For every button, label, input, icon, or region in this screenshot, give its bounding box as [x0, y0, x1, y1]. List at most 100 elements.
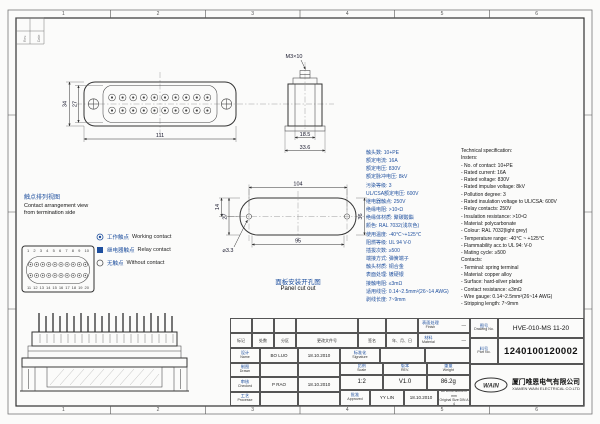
zone-number: 6 [535, 10, 538, 17]
company-cell: WAIN 厦门唯恩电气有限公司 XIAMEN WAIN ELECTRICAL C… [470, 364, 584, 406]
process-date [298, 391, 340, 406]
legend-item-working: 工作触点 Working contact [96, 230, 171, 243]
without-contact-icon [96, 259, 104, 266]
drawn-name [260, 362, 298, 377]
approved-label-cn: 批准 [350, 392, 360, 398]
dim-33-6: 33.6 [300, 145, 311, 151]
zone-number: 1 [61, 10, 65, 17]
spec-line-cn: 端接方式: 弹簧端子 [366, 256, 409, 263]
standardization-name-cell [380, 348, 425, 363]
contact-number: 13 [39, 284, 44, 290]
approver-name: YY LIN [370, 389, 404, 406]
spec-line-en: - Mating cycle: ≥500 [461, 250, 506, 257]
wain-logo-text: WAIN [483, 384, 499, 390]
zone-number: 5 [440, 407, 444, 413]
spec-line-cn: 剥线长度: 7~9mm [366, 296, 406, 303]
role-label-en: Drawn [239, 369, 251, 374]
company-name-en: XIAMEN WAIN ELECTRICAL CO.LTD [512, 386, 580, 392]
spec-line-en: - Pollution degree: 3 [461, 191, 506, 198]
zone-number: 4 [345, 407, 349, 413]
zone-number: 3 [251, 407, 255, 413]
spec-column-en: Technical specification:Insters:- No. of… [461, 148, 583, 309]
zone-number: 3 [251, 10, 255, 17]
termination-side-view [20, 313, 189, 392]
spec-line-en: - Material: copper alloy [461, 272, 512, 279]
legend-label-cn: 工作触点 [107, 234, 130, 241]
dim-27: 27 [73, 101, 79, 107]
front-view: 34 27 111 [63, 62, 334, 142]
spec-line-cn: 继电器触点: 250V [366, 198, 406, 205]
drawn-date [298, 362, 340, 377]
change-header-mark: 标记 [230, 333, 252, 348]
checker-name: P RAO [260, 377, 298, 392]
finish-value: — [461, 323, 467, 328]
arrangement-note-en-2: from termination side [24, 209, 76, 216]
change-cell [386, 318, 418, 333]
panel-cutout-label-en: Panel cut out [280, 286, 316, 292]
spec-line-cn: 绝缘电阻: >10⁹Ω [366, 207, 404, 214]
contact-number: 5 [52, 248, 55, 253]
spec-line-en: Contacts: [461, 257, 483, 264]
dim-34: 34 [63, 101, 69, 107]
dim-36: 36 [358, 213, 364, 219]
dim-14: 14 [215, 204, 221, 210]
spec-line-cn: 阻燃等级: UL 94 V-0 [366, 239, 411, 246]
drawing-no-label-cn: 图号 [479, 322, 489, 328]
contact-number: 2 [33, 248, 36, 253]
spec-line-cn: 额定脉冲电压: 8kV [366, 174, 408, 181]
rev-label-en: REV. [400, 367, 410, 372]
role-label-cn: 审核 [240, 378, 250, 384]
legend-item-relay: 继电器触点 Relay contact [96, 243, 171, 256]
spec-line-cn: 使用温度: -40℃~+125℃ [366, 231, 422, 238]
spec-line-en: - Colour: RAL 7032(light grey) [461, 228, 528, 235]
spec-line-en: - Insulation resistance: >10⁹Ω [461, 213, 527, 220]
spec-line-cn: 适用线径: 0.14~2.5mm²(26~14 AWG) [366, 288, 449, 295]
spec-line-cn: 触头数: 10+PE [366, 150, 399, 156]
drawing-no-value: HVE-010-MS 11-20 [498, 318, 584, 338]
change-cell [274, 318, 296, 333]
change-cell [358, 318, 386, 333]
contact-number: 4 [46, 248, 49, 253]
spec-line-en: - Contact resistance: ≤3mΩ [461, 286, 522, 293]
spec-line-en: - Stripping length: 7~9mm [461, 301, 519, 308]
spec-line-en: - No. of contact: 10+PE [461, 162, 513, 169]
contact-number: 11 [27, 284, 32, 290]
spec-line-en: - Wire gauge: 0.14~2.5mm²(26~14 AWG) [461, 293, 553, 300]
contact-number: 15 [52, 284, 57, 290]
contact-number: 9 [78, 248, 81, 253]
rev-value: V1.0 [383, 374, 427, 390]
date-label: Date [37, 35, 41, 42]
change-header-date: 年、月、日 [386, 333, 418, 348]
spec-line-en: - Surface: hard-silver plated [461, 279, 523, 286]
spec-line-cn: 绝缘体材质: 聚碳酸酯 [366, 215, 414, 222]
process-name [260, 391, 298, 406]
weight-value: 86.2g [426, 374, 470, 390]
zone-number: 1 [61, 407, 65, 413]
panel-cutout-label-cn: 面板安装开孔图 [275, 279, 321, 286]
role-label-en: Processe [237, 398, 253, 403]
rev-label: Rev. [23, 35, 27, 42]
spec-line-en: - Rated voltage: 830V [461, 177, 510, 184]
dims-note-line-2: Original Size DIN A 4 [439, 397, 469, 406]
part-no-value: 1240100120002 [498, 338, 584, 364]
approved-label-en: Approved [347, 397, 363, 402]
dim-18-5: 18.5 [300, 132, 311, 138]
contact-number: 20 [84, 284, 89, 290]
part-no-label-en: Part No. [477, 350, 491, 355]
change-cell [296, 318, 358, 333]
working-contact-icon [96, 233, 104, 240]
drawing-no-label-en: Drawing No. [474, 327, 494, 332]
